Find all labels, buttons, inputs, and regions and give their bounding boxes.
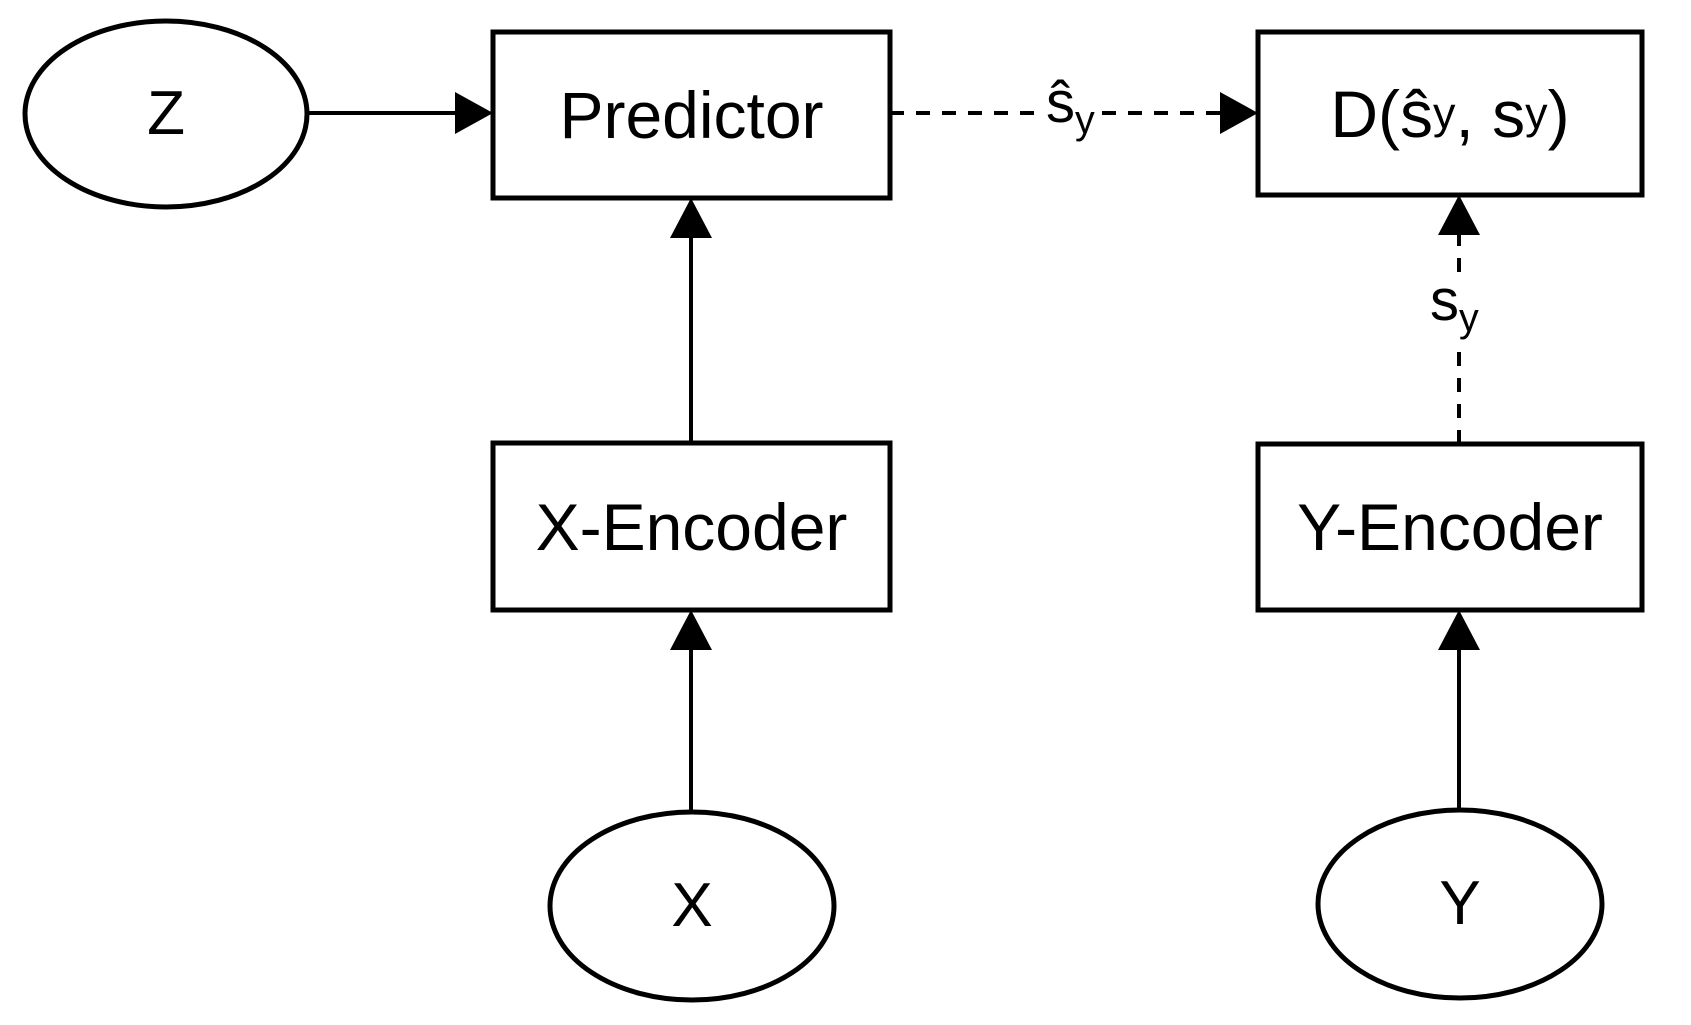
edge-y-to-yencoder xyxy=(1438,610,1480,810)
node-y-shape[interactable] xyxy=(1315,807,1605,1001)
node-x-encoder-shape[interactable] xyxy=(490,440,893,613)
edge-xencoder-to-predictor xyxy=(670,198,712,443)
node-z-shape[interactable] xyxy=(22,18,310,210)
node-predictor-shape[interactable] xyxy=(490,29,893,201)
edge-predictor-to-discrepancy xyxy=(890,92,1258,134)
s-hat-y-base: ŝ xyxy=(1046,70,1075,135)
s-y-base: s xyxy=(1430,268,1459,333)
arrowhead-up-icon xyxy=(670,198,712,238)
arrowhead-up-icon xyxy=(1438,195,1480,235)
arrowhead-up-icon xyxy=(670,610,712,650)
node-x-shape[interactable] xyxy=(547,809,837,1003)
edge-label-s-hat-y: ŝy xyxy=(1040,74,1101,143)
s-y-sub: y xyxy=(1459,296,1479,341)
arrowhead-right-icon xyxy=(1220,92,1258,134)
edge-label-s-y: sy xyxy=(1424,272,1485,341)
arrowhead-up-icon xyxy=(1438,610,1480,650)
s-hat-y-sub: y xyxy=(1075,98,1095,143)
node-y-encoder-shape[interactable] xyxy=(1255,441,1645,613)
edge-z-to-predictor xyxy=(307,92,493,134)
edge-x-to-xencoder xyxy=(670,610,712,812)
node-discrepancy-shape[interactable] xyxy=(1255,29,1645,198)
edge-yencoder-to-discrepancy xyxy=(1438,195,1480,444)
arrowhead-right-icon xyxy=(455,92,493,134)
